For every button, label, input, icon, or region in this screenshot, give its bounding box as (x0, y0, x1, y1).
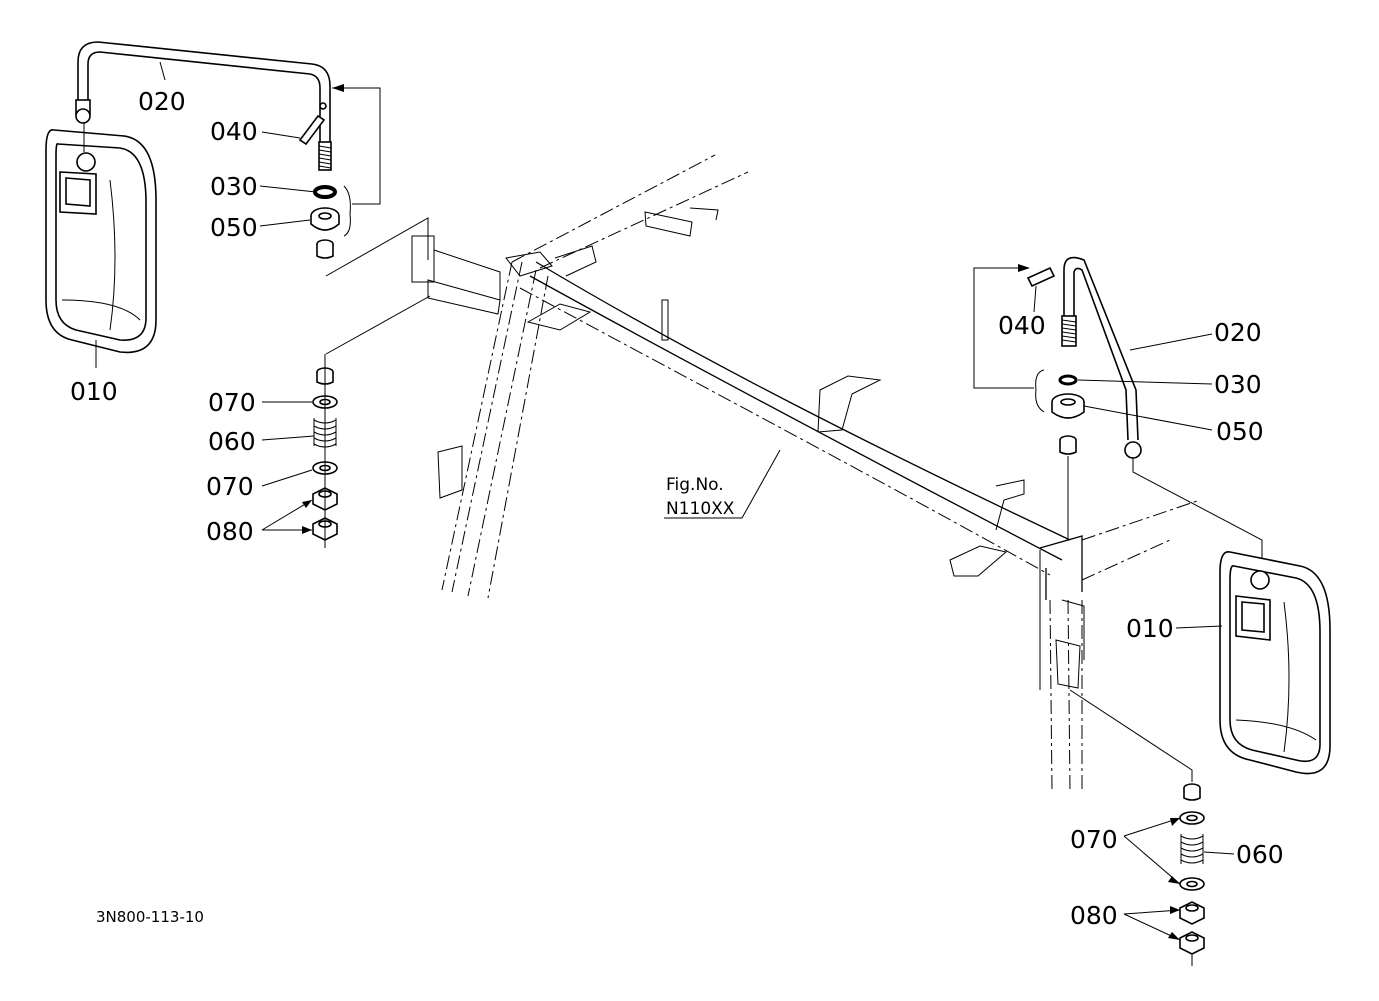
label-left-040: 040 (210, 117, 258, 146)
left-leader-lines (95, 61, 317, 534)
right-collar (1059, 435, 1077, 455)
right-mirror (1219, 551, 1331, 775)
label-left-020: 020 (138, 87, 186, 116)
left-mirror-stay-rod (75, 41, 332, 171)
fig-ref-leader (664, 449, 781, 519)
label-right-040: 040 (998, 311, 1046, 340)
part-labels: 020 040 030 050 010 070 060 070 080 Fig.… (70, 87, 1284, 930)
fig-ref-line2: N110XX (666, 499, 735, 519)
label-left-080: 080 (206, 517, 254, 546)
right-lower-stack (1069, 689, 1205, 966)
label-left-070-lower: 070 (206, 472, 254, 501)
left-mirror (45, 122, 157, 354)
label-left-030: 030 (210, 172, 258, 201)
label-left-050: 050 (210, 213, 258, 242)
right-pin (1026, 266, 1056, 288)
label-right-030: 030 (1214, 370, 1262, 399)
right-washer-lower (1179, 877, 1205, 891)
figure-code: 3N800-113-10 (96, 908, 204, 926)
right-collar-lower (1183, 783, 1201, 801)
label-right-050: 050 (1216, 417, 1264, 446)
label-right-070: 070 (1070, 825, 1118, 854)
left-collar (316, 239, 334, 259)
left-pin (298, 102, 327, 146)
right-nut-upper (1179, 901, 1205, 925)
label-right-060: 060 (1236, 840, 1284, 869)
label-left-010: 010 (70, 377, 118, 406)
left-o-ring (313, 185, 337, 199)
right-bushing (1051, 393, 1085, 419)
roll-bar-frame (411, 154, 1201, 791)
label-left-070-upper: 070 (208, 388, 256, 417)
right-leader-lines (1033, 285, 1235, 941)
right-spring (1180, 834, 1204, 864)
label-right-020: 020 (1214, 318, 1262, 347)
left-bushing (310, 207, 340, 231)
right-mirror-stay-rod (1061, 256, 1142, 459)
label-right-080: 080 (1070, 901, 1118, 930)
label-left-060: 060 (208, 427, 256, 456)
fig-ref-line1: Fig.No. (666, 475, 724, 495)
right-o-ring (1058, 374, 1078, 386)
left-lower-stack (312, 354, 338, 548)
label-right-010: 010 (1126, 614, 1174, 643)
left-mirror-assembly (45, 41, 431, 548)
right-nut-lower (1179, 931, 1205, 955)
right-washer-upper (1179, 811, 1205, 825)
right-mirror-assembly (973, 256, 1331, 966)
